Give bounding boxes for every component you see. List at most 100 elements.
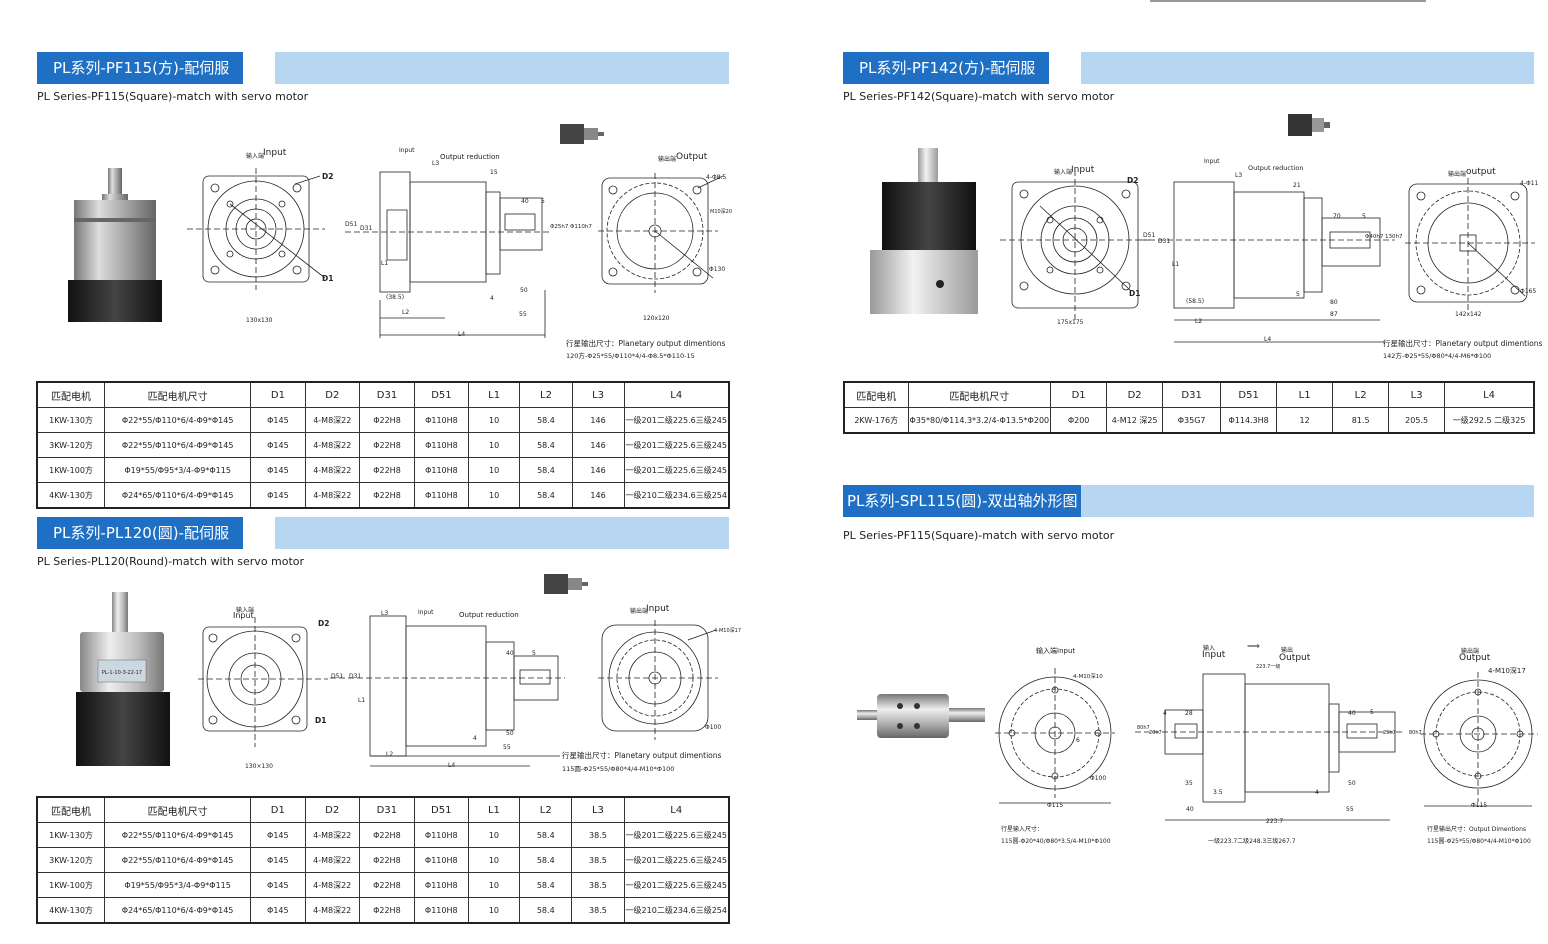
spec-table-pf142: 匹配电机 匹配电机尺寸 D1 D2 D31 D51 L1 L2 L3 L4 2K… <box>843 381 1535 434</box>
label-output-cn: 输出端 <box>658 156 677 163</box>
table-cell: 4-M8深22 <box>304 822 360 848</box>
table-cell: 3KW-120方 <box>36 432 106 458</box>
label-dim585: (58.5) <box>1186 298 1205 305</box>
label-dim40: 40 <box>506 650 514 657</box>
table-cell: Φ110H8 <box>414 432 469 458</box>
table-header-row: 匹配电机 匹配电机尺寸 D1 D2 D31 D51 L1 L2 L3 L4 <box>36 796 730 823</box>
label-size: 130x130 <box>246 317 273 324</box>
label-phi115b: Φ115 <box>1471 802 1488 809</box>
col-header: D31 <box>1162 381 1222 408</box>
label-output: output <box>1466 167 1496 177</box>
label-hole: 4-Φ11 <box>1520 180 1539 187</box>
table-cell: Φ22H8 <box>358 482 416 509</box>
table-cell: 一级201二级225.6三级245 <box>623 407 730 433</box>
table-cell: 38.5 <box>571 822 625 848</box>
table-cell: 一级292.5 二级325 <box>1444 407 1535 434</box>
table-cell: 38.5 <box>571 872 625 898</box>
label-dim25: 25h7 <box>1383 730 1396 736</box>
gearbox-thumbnail-icon <box>544 574 588 594</box>
label-dim5b: 5 <box>1296 291 1300 298</box>
table-cell: 10 <box>467 897 521 924</box>
label-d2: D2 <box>318 619 330 628</box>
label-size: 175x175 <box>1057 319 1084 326</box>
table-cell: 10 <box>467 847 521 873</box>
section-subtitle: PL Series-PF115(Square)-match with servo… <box>37 90 309 103</box>
table-cell: Φ22H8 <box>358 872 415 898</box>
label-phi115: Φ115 <box>1047 802 1064 809</box>
label-dim40b: 40 <box>1186 806 1194 813</box>
table-cell: Φ22H8 <box>358 457 416 483</box>
label-input-cn: 输入端 <box>236 607 255 614</box>
col-header: L2 <box>519 796 573 823</box>
label-dim15: 15 <box>490 169 498 176</box>
label-dim5: 5 <box>1362 213 1366 220</box>
table-cell: 4-M12 深25 <box>1106 407 1164 434</box>
table-cell: 58.4 <box>519 482 573 509</box>
label-output-cn: 输出 <box>1281 647 1294 654</box>
table-cell: 1KW-100方 <box>36 457 106 483</box>
label-d31: D31 <box>360 225 373 232</box>
drawing-pf142-side-view <box>1140 181 1395 343</box>
col-header: D1 <box>250 796 306 823</box>
label-l3: L3 <box>381 610 389 617</box>
label-dim21: 21 <box>1293 182 1301 189</box>
header-bar <box>1081 485 1534 517</box>
section-pl120: PL系列-PL120(圆)-配伺服 PL Series-PL120(Round)… <box>37 517 729 568</box>
table-cell: 一级201二级225.6三级245 <box>623 872 730 898</box>
table-cell: 38.5 <box>571 897 625 924</box>
label-dim5: 5 <box>541 198 545 205</box>
gearbox-photo-pf142 <box>870 148 978 314</box>
label-d31: D31 <box>349 673 362 680</box>
label-l3: L3 <box>432 160 440 167</box>
label-dim2237a: 223.7一级 <box>1256 664 1281 670</box>
table-cell: Φ145 <box>250 897 306 924</box>
table-cell: 4KW-130方 <box>36 897 106 924</box>
label-dim40: 40 <box>521 198 529 205</box>
label-dim4b: 4 <box>1315 789 1319 796</box>
arrow-right-icon: ⟹ <box>1247 642 1260 652</box>
label-l1: L1 <box>358 697 366 704</box>
header-bar <box>275 517 729 549</box>
table-cell: Φ145 <box>250 457 306 483</box>
col-header: 匹配电机 <box>843 381 909 408</box>
gearbox-photo-pf115 <box>68 168 162 322</box>
table-cell: 146 <box>571 432 625 458</box>
label-output-reduction: Output reduction <box>459 611 519 619</box>
label-m10: 4-M10深10 <box>1073 674 1103 680</box>
section-pf115: PL系列-PF115(方)-配伺服 PL Series-PF115(Square… <box>37 52 729 103</box>
section-title: PL系列-SPL115(圆)-双出轴外形图 <box>843 485 1084 517</box>
table-cell: Φ22H8 <box>358 822 415 848</box>
table-cell: 4-M8深22 <box>304 407 360 433</box>
caption-planetary: 行星输出尺寸：Planetary output dimentions <box>566 339 726 348</box>
label-l1: L1 <box>1172 261 1180 268</box>
caption-planetary-values: 115圆-Φ25*55/Φ80*4/4-M10*Φ100 <box>562 765 675 773</box>
caption-planetary: 行星输出尺寸：Planetary output dimentions <box>1383 339 1543 348</box>
table-cell: 1KW-130方 <box>36 822 106 848</box>
table-cell: Φ110H8 <box>414 457 469 483</box>
label-input2: Input <box>418 609 434 616</box>
col-header: L4 <box>623 796 730 823</box>
table-cell: Φ110H8 <box>413 822 469 848</box>
col-header: D2 <box>304 381 360 408</box>
section-subtitle: PL Series-PF142(Square)-match with servo… <box>843 90 1115 103</box>
table-cell: 12 <box>1276 407 1334 434</box>
table-cell: Φ110H8 <box>414 407 469 433</box>
table-header-row: 匹配电机 匹配电机尺寸 D1 D2 D31 D51 L1 L2 L3 L4 <box>843 381 1535 408</box>
col-header: D51 <box>414 381 469 408</box>
label-output: Output <box>1279 653 1311 663</box>
table-cell: 一级201二级225.6三级245 <box>623 847 730 873</box>
label-l4: L4 <box>458 331 466 338</box>
label-output: Output <box>676 152 708 162</box>
section-title: PL系列-PL120(圆)-配伺服 <box>37 517 243 549</box>
table-cell: 一级201二级225.6三级245 <box>623 432 730 458</box>
label-m10b: 4-M10深17 <box>1488 667 1526 675</box>
col-header: L3 <box>571 796 625 823</box>
drawing-pf142-input-view <box>1000 170 1150 320</box>
col-header: D31 <box>358 381 416 408</box>
table-cell: Φ22H8 <box>358 432 416 458</box>
table-cell: Φ200 <box>1050 407 1108 434</box>
